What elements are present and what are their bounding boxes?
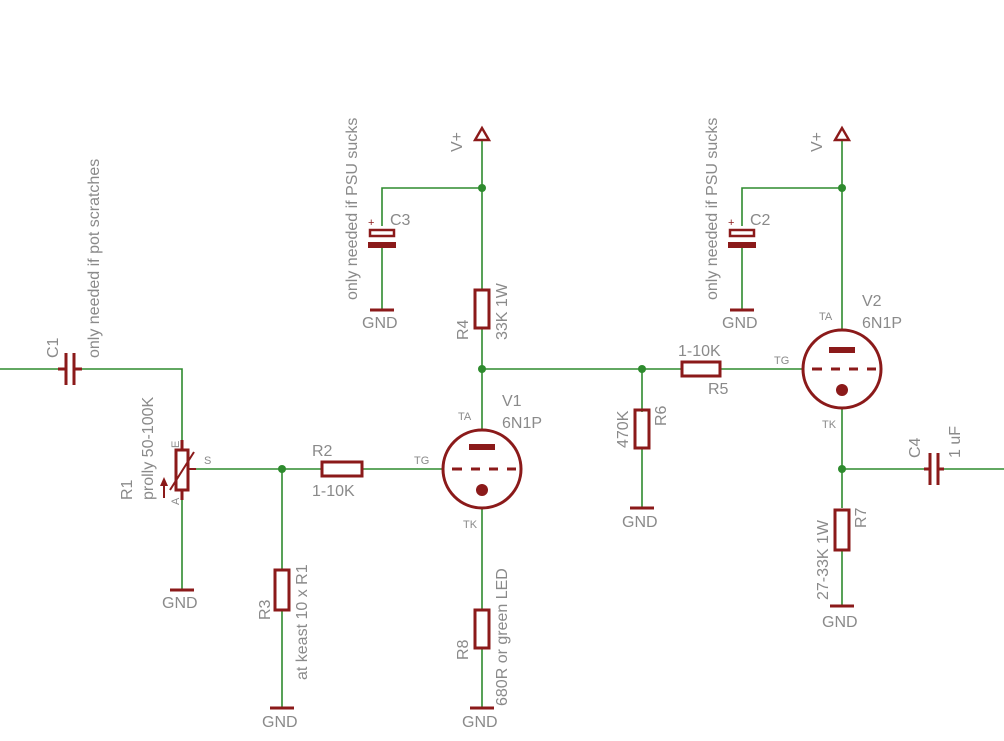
junction-dot [478,365,486,373]
c1-note: only needed if pot scratches [86,159,103,358]
junction-dot [638,365,646,373]
r8-label: R8 [455,639,472,660]
r6-value: 470K [615,410,632,448]
r1-label: R1 [119,479,136,500]
resistor-r7 [833,508,851,552]
r8-value: 680R or green LED [494,568,511,706]
pot-pin-s: S [204,455,211,467]
gnd-label-c3: GND [362,315,398,332]
potentiometer-r1 [160,440,196,500]
r7-label: R7 [853,507,870,528]
capacitor-c3 [368,228,396,248]
resistor-r3 [273,568,291,612]
c2-plus: + [728,217,734,229]
r3-value: at keast 10 x R1 [294,564,311,680]
c3-label: C3 [390,212,411,229]
resistor-r4 [473,288,491,330]
vplus-arrow-v2 [832,125,852,142]
capacitor-c4 [924,453,944,485]
pot-pin-a: A [170,497,182,505]
pot-pin-e: E [170,441,182,448]
gnd-label-c2: GND [722,315,758,332]
gnd-label-r7: GND [822,614,858,631]
vplus-label-v2: V+ [809,132,826,152]
junction-dot [838,184,846,192]
v1-pin-tg: TG [414,455,429,467]
v2-pin-ta: TA [819,311,833,323]
wires [0,140,1004,708]
junction-dot [278,465,286,473]
junctions [278,184,846,473]
v1-type: 6N1P [502,415,542,432]
r4-label: R4 [455,319,472,340]
c3-note: only needed if PSU sucks [344,118,361,300]
c1-label: C1 [45,337,62,358]
resistor-r6 [633,408,651,450]
junction-dot [838,465,846,473]
v1-pin-ta: TA [458,411,472,423]
v2-type: 6N1P [862,315,902,332]
v2-label: V2 [862,293,882,310]
wire-c2 [741,187,842,310]
r1-value: prolly 50-100K [140,397,157,501]
gnd-label-r1: GND [162,595,198,612]
c2-note: only needed if PSU sucks [704,118,721,300]
v2-pin-tg: TG [774,355,789,367]
c2-label: C2 [750,212,771,229]
vplus-label-v1: V+ [449,132,466,152]
r2-value: 1-10K [312,483,355,500]
r2-label: R2 [312,443,333,460]
junction-dot [478,184,486,192]
resistor-r8 [473,608,491,650]
gnd-label-r6: GND [622,514,658,531]
r6-label: R6 [653,405,670,426]
r4-value: 33K 1W [494,282,511,340]
r5-value: 1-10K [678,343,721,360]
resistor-r2 [320,460,364,478]
resistor-r5 [680,360,722,378]
c4-value: 1 uF [947,426,964,458]
r3-label: R3 [257,599,274,620]
v1-pin-tk: TK [463,519,478,531]
c3-plus: + [368,217,374,229]
v2-pin-tk: TK [822,419,837,431]
r5-label: R5 [708,381,729,398]
vacuum-tube-v2 [801,328,883,410]
vacuum-tube-v1 [441,428,523,510]
v1-label: V1 [502,393,522,410]
wire-c3 [381,187,482,310]
c4-label: C4 [907,437,924,458]
gnd-label-r3: GND [262,714,298,731]
wire-input [0,368,183,450]
capacitor-c1 [58,353,82,385]
capacitor-c2 [728,228,756,248]
vplus-arrow-v1 [472,125,492,142]
r7-value: 27-33K 1W [815,519,832,600]
gnd-label-r8: GND [462,714,498,731]
